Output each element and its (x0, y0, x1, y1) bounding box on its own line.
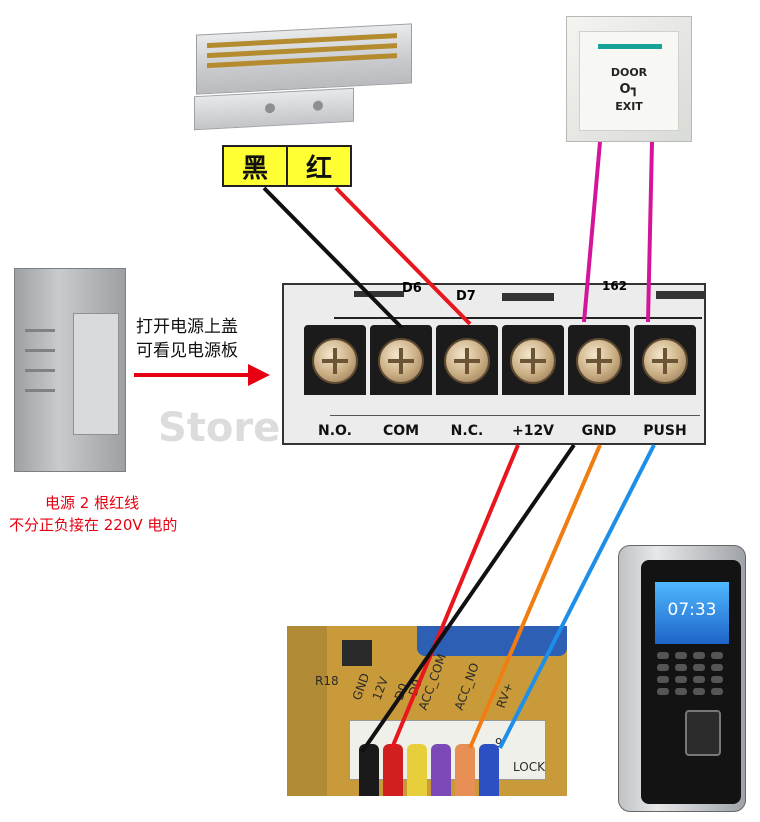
wire-blue (479, 744, 499, 796)
keypad-key (675, 664, 687, 671)
terminal-label-no: N.O. (318, 423, 352, 439)
wire-orange (455, 744, 475, 796)
pcb-label-lock: LOCK (513, 760, 545, 774)
arrow-right-icon (248, 364, 270, 386)
red-wire-label: 红 (286, 145, 352, 187)
keypad-key (675, 652, 687, 659)
wire-black (359, 744, 379, 796)
component (656, 291, 704, 299)
chip (342, 640, 372, 666)
keypad-key (657, 664, 669, 671)
power-supply-label-sticker (73, 313, 119, 435)
lock-black-wire (262, 186, 404, 330)
terminal-label-gnd: GND (581, 423, 617, 439)
keypad-key (711, 664, 723, 671)
12v-red-wire (390, 444, 520, 749)
terminal-label-12v: +12V (511, 423, 555, 439)
keypad-key (711, 688, 723, 695)
keypad-key (657, 688, 669, 695)
key-icon: O┓ (619, 82, 639, 97)
diode-d7-label: D7 (456, 289, 476, 304)
wire-purple (431, 744, 451, 796)
pcb-label-r18: R18 (315, 674, 339, 688)
terminal-block: D6 D7 162 N.O. COM N.C. +12V GND PUSH (282, 279, 706, 445)
keypad-key (675, 688, 687, 695)
fingerprint-sensor (685, 710, 721, 756)
terminal-no (304, 325, 366, 395)
lock-red-wire (334, 186, 472, 326)
terminal-12v (502, 325, 564, 395)
psu-note-line1: 打开电源上盖 (136, 317, 238, 337)
device-time: 07:33 (667, 600, 717, 620)
fingerprint-access-device: 07:33 (618, 545, 746, 812)
keypad-key (711, 676, 723, 683)
door-exit-button: DOOR O┓ EXIT (566, 16, 692, 142)
terminal-gnd (568, 325, 630, 395)
power-supply-box (14, 268, 126, 472)
exit-indicator-bar (598, 44, 662, 49)
pcb-label-9: 9 (495, 736, 503, 750)
terminal-com (370, 325, 432, 395)
keypad-key (693, 676, 705, 683)
exit-button-exit-text: EXIT (615, 100, 643, 113)
pcb-corner-text: 162 (602, 279, 628, 293)
wire-red (383, 744, 403, 796)
wire-yellow (407, 744, 427, 796)
gnd-black-wire (360, 443, 576, 754)
pcb-trace (334, 317, 702, 319)
exit-button-door-text: DOOR (610, 66, 648, 79)
keypad-key (657, 652, 669, 659)
terminal-label-push: PUSH (643, 423, 687, 439)
device-screen: 07:33 (655, 582, 729, 644)
diode-d6 (354, 291, 404, 297)
push-blue-wire (498, 444, 656, 749)
diode-d6-label: D6 (402, 281, 422, 296)
terminal-label-com: COM (382, 423, 420, 439)
watermark-text: Store (158, 405, 281, 451)
terminal-label-nc: N.C. (450, 423, 484, 439)
keypad-key (657, 676, 669, 683)
gnd-orange-wire (468, 444, 602, 749)
keypad-key (711, 652, 723, 659)
keypad-key (693, 664, 705, 671)
exit-button-wire-2 (646, 141, 654, 323)
power-note-line2: 不分正负接在 220V 电的 (9, 516, 178, 534)
keypad-key (693, 688, 705, 695)
terminal-push (634, 325, 696, 395)
diode-d7 (502, 293, 554, 301)
keypad-key (693, 652, 705, 659)
power-note-line1: 电源 2 根红线 (45, 494, 140, 512)
black-wire-label: 黑 (222, 145, 288, 187)
psu-note-line2: 可看见电源板 (136, 341, 238, 361)
exit-button-wire-1 (582, 141, 602, 323)
keypad-key (675, 676, 687, 683)
terminal-nc (436, 325, 498, 395)
